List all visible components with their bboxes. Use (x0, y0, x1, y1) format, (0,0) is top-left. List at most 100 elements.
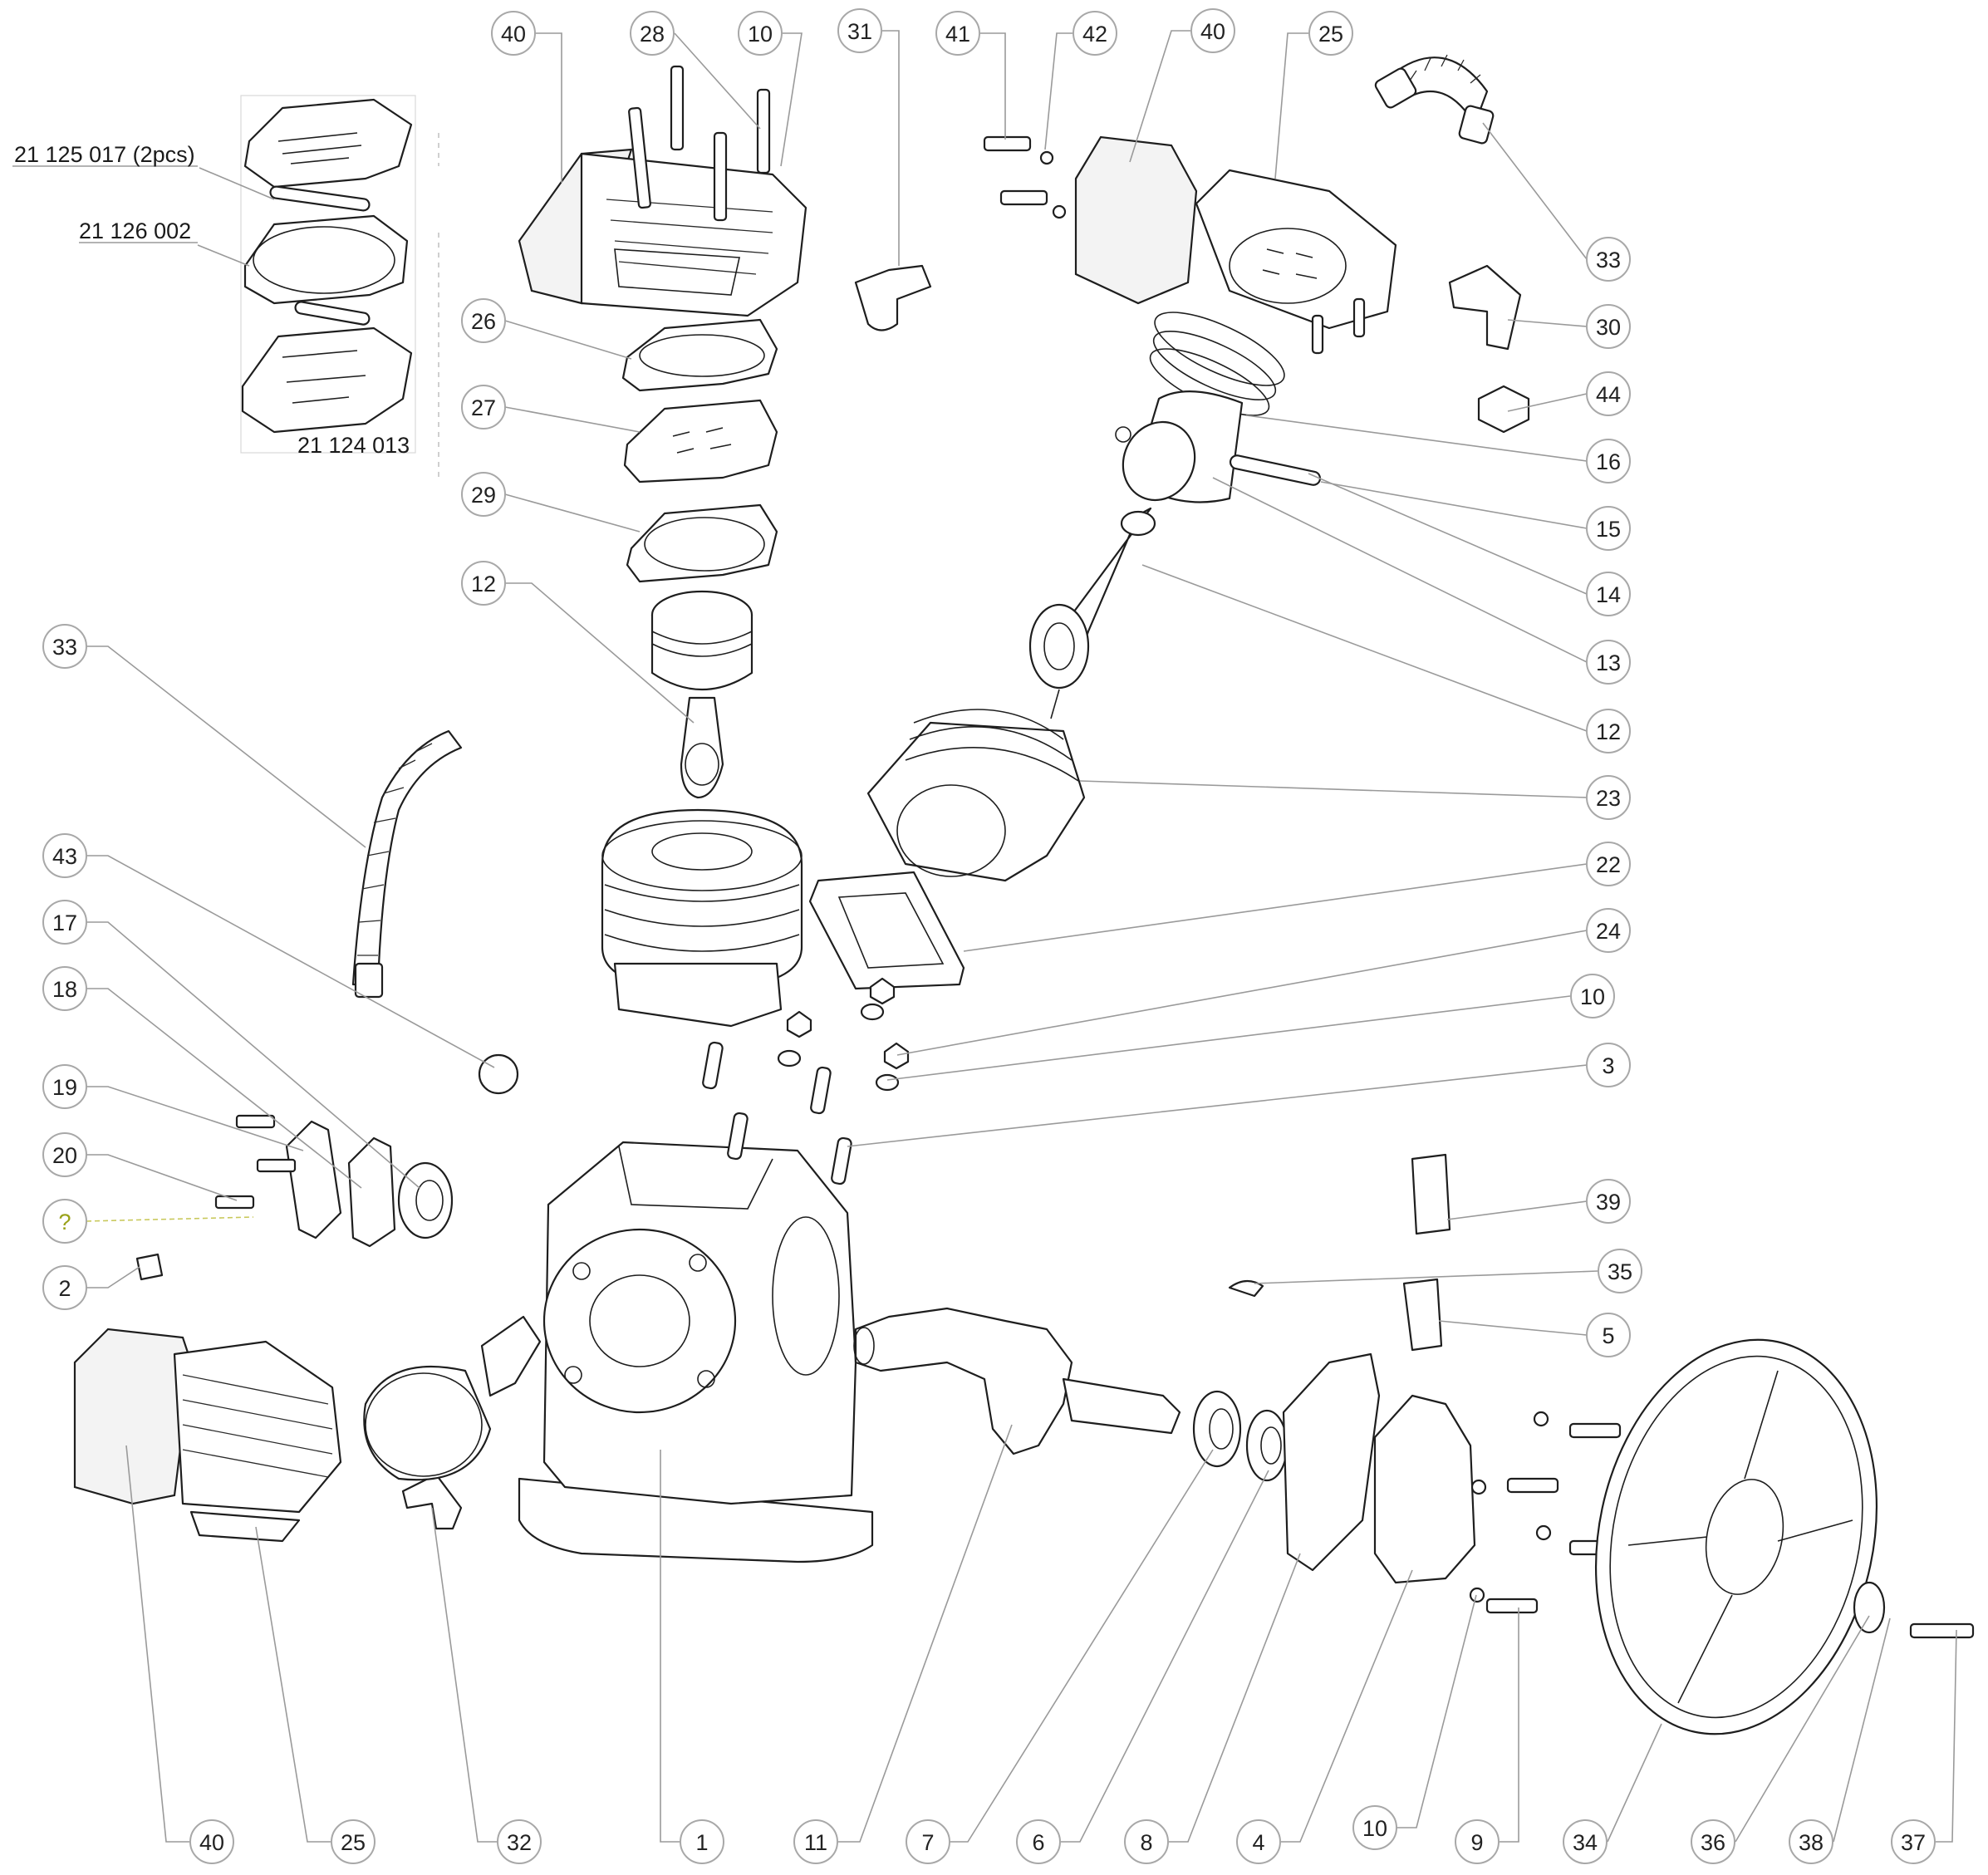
leader-line-c10a (780, 32, 803, 167)
oil-cap-43 (478, 1053, 519, 1095)
hose-left (351, 729, 463, 999)
leader-line-cq (86, 1216, 254, 1222)
callout-c24: 24 (1586, 908, 1631, 953)
callout-label: 12 (471, 572, 496, 596)
callout-label: ? (58, 1210, 71, 1234)
callout-c26: 26 (461, 298, 506, 343)
callout-label: 25 (1318, 22, 1343, 47)
crankcase (518, 1141, 874, 1563)
bolt-41b (999, 189, 1048, 206)
callout-c39: 39 (1586, 1179, 1631, 1224)
callout-bubble (1016, 1819, 1061, 1864)
leader-line-c19 (86, 1086, 304, 1151)
leader-line-c23 (1079, 780, 1588, 798)
part-number-valve-plate-gasket: 21 125 017 (2pcs) (14, 142, 195, 167)
washer-42 (1039, 150, 1054, 165)
callout-c25b: 25 (331, 1819, 376, 1864)
callout-c25a: 25 (1308, 11, 1353, 56)
callout-c32: 32 (497, 1819, 542, 1864)
callout-label: 10 (748, 22, 773, 47)
leader-line-c40c (125, 1445, 189, 1843)
callout-c16: 16 (1586, 439, 1631, 483)
valve-kit-inset (240, 95, 439, 482)
callout-bubble (1308, 11, 1353, 56)
callout-bubble (906, 1819, 950, 1864)
leader-line-c35 (1254, 1270, 1598, 1284)
leader-line-c12a (505, 582, 695, 724)
leader-line-c32 (431, 1507, 497, 1843)
callout-label: 2 (58, 1276, 71, 1301)
leader-line-c34 (1607, 1723, 1662, 1843)
leader-line-c14 (1308, 473, 1588, 595)
leader-line-c2 (86, 1266, 140, 1288)
callout-bubble (1891, 1819, 1936, 1864)
head-gaskets (621, 318, 778, 583)
callout-c36: 36 (1691, 1819, 1735, 1864)
callout-bubble (331, 1819, 376, 1864)
callout-bubble (1586, 640, 1631, 685)
callout-label: 20 (52, 1143, 77, 1168)
leader-line-c33a (1482, 122, 1588, 260)
callout-bubble (42, 624, 87, 669)
bolt-41 (983, 135, 1032, 152)
callout-bubble (1236, 1819, 1281, 1864)
leader-line-c30 (1507, 319, 1588, 327)
leader-line-c11 (837, 1424, 1013, 1843)
callout-c42: 42 (1073, 11, 1117, 56)
callout-c14: 14 (1586, 572, 1631, 616)
callout-bubble (1563, 1819, 1608, 1864)
callout-label: 6 (1032, 1830, 1044, 1855)
leader-line-c8 (1169, 1553, 1301, 1843)
leader-line-c10b (886, 995, 1571, 1081)
callout-label: 39 (1596, 1190, 1621, 1215)
callout-label: 15 (1596, 517, 1621, 542)
callout-bubble (42, 900, 87, 945)
leader-line-c40a (534, 32, 562, 183)
leader-line-c44 (1507, 393, 1588, 412)
callout-bubble (189, 1819, 234, 1864)
callout-label: 38 (1799, 1830, 1824, 1855)
callout-label: 35 (1608, 1259, 1632, 1284)
bearings (1192, 1390, 1289, 1482)
callout-c4: 4 (1236, 1819, 1281, 1864)
callout-bubble (935, 11, 980, 56)
leader-line-c6 (1061, 1470, 1269, 1843)
callout-c30: 30 (1586, 304, 1631, 349)
leader-line-c20 (86, 1154, 238, 1201)
callout-c10a: 10 (738, 11, 783, 56)
leader-line-c12b (1141, 564, 1588, 732)
washer-42b (1052, 204, 1067, 219)
callout-label: 14 (1596, 582, 1621, 607)
callout-label: 37 (1901, 1830, 1926, 1855)
leader-line-c40b (1129, 30, 1190, 163)
callout-c18: 18 (42, 966, 87, 1011)
callout-label: 33 (52, 635, 77, 660)
callout-bubble (1598, 1249, 1642, 1293)
callout-label: 43 (52, 844, 77, 869)
callout-bubble (738, 11, 783, 56)
callout-bubble (680, 1819, 724, 1864)
callout-label: 12 (1596, 719, 1621, 744)
crankshaft (853, 1307, 1181, 1455)
callout-c40b: 40 (1190, 8, 1235, 53)
callout-bubble (42, 1265, 87, 1310)
leader-line-c25b (255, 1526, 331, 1843)
elbow-fitting-31 (854, 264, 932, 331)
leader-line-c43 (86, 855, 495, 1068)
callout-c2: 2 (42, 1265, 87, 1310)
callout-bubble (1586, 572, 1631, 616)
callout-bubble (1586, 237, 1631, 282)
callout-label: 11 (804, 1830, 827, 1855)
cylinder-2-gasket (808, 871, 965, 990)
callout-c6: 6 (1016, 1819, 1061, 1864)
callout-c23: 23 (1586, 775, 1631, 820)
callout-label: 8 (1140, 1830, 1152, 1855)
callout-label: 1 (695, 1830, 708, 1855)
callout-label: 5 (1602, 1323, 1614, 1348)
callout-c33b: 33 (42, 624, 87, 669)
key-35 (1228, 1279, 1264, 1298)
leader-line-c33b (86, 645, 366, 848)
fasteners (1469, 1411, 1975, 1639)
